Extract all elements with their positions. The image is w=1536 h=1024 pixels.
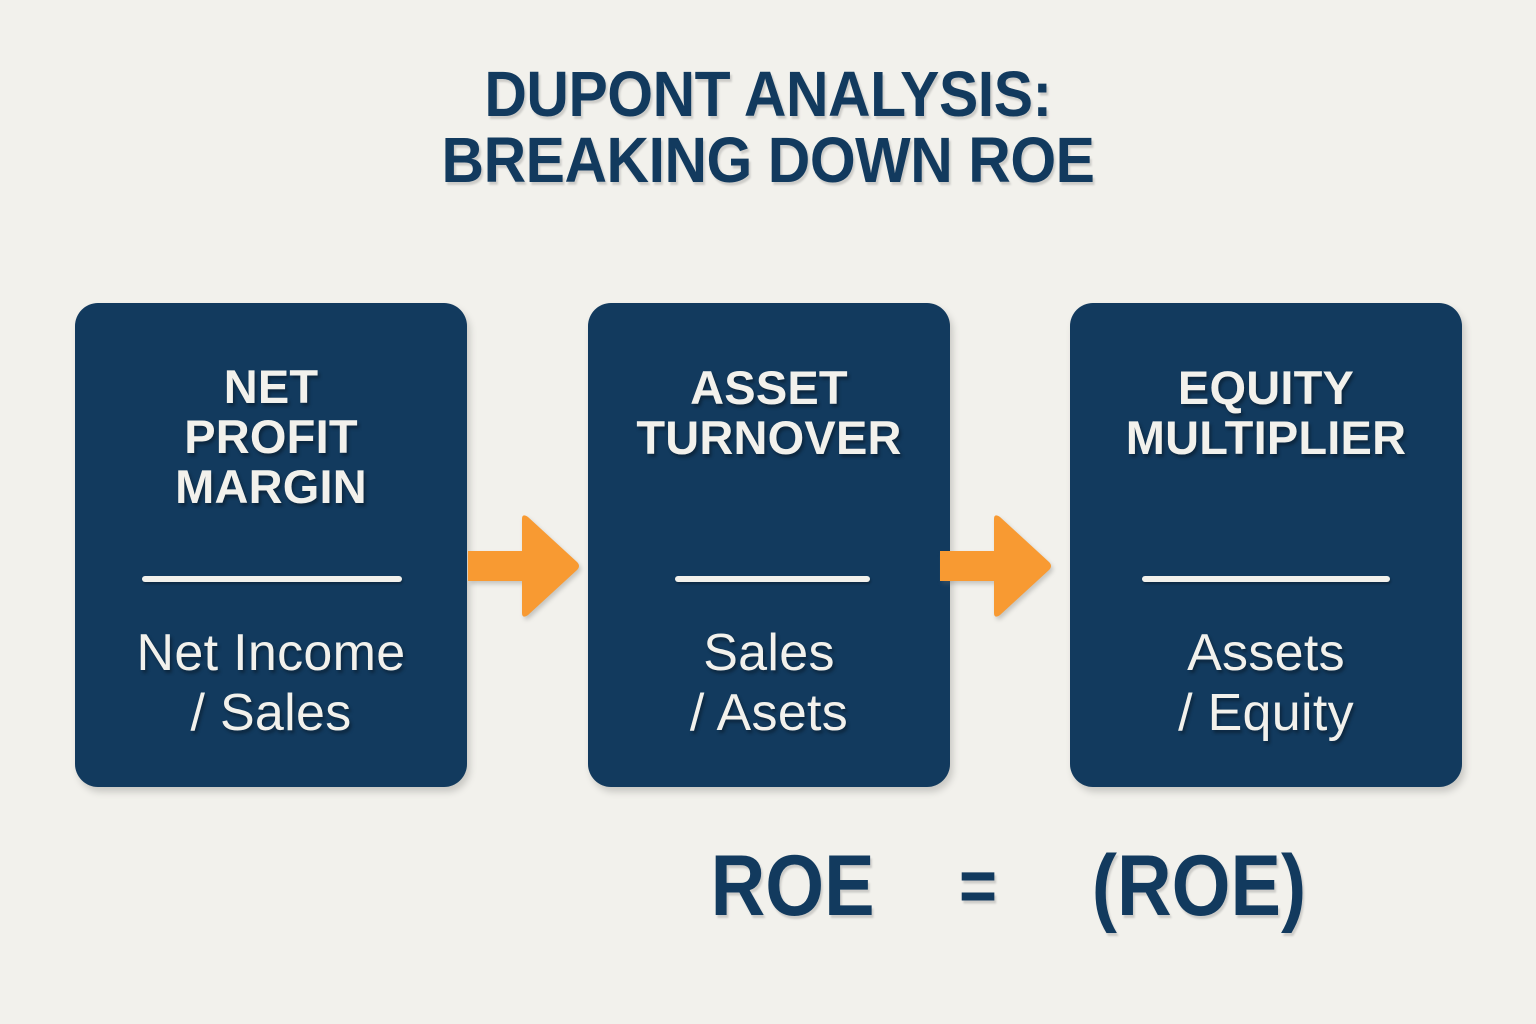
card-heading-asset-turnover: ASSET TURNOVER xyxy=(636,361,902,464)
card-net-profit-margin[interactable]: NET PROFIT MARGIN Net Income / Sales xyxy=(75,303,467,787)
card-heading-net-profit-margin: NET PROFIT MARGIN xyxy=(175,360,367,513)
equation-right-term: (ROE) xyxy=(1091,838,1307,934)
fraction-divider-net-profit-margin xyxy=(142,576,402,582)
equation-operator: = xyxy=(958,844,998,927)
equation-left-term: ROE xyxy=(710,838,875,934)
page-title-line-2: BREAKING DOWN ROE xyxy=(441,123,1095,196)
card-formula-net-profit-margin: Net Income / Sales xyxy=(136,624,406,743)
page-title-line-1: DUPONT ANALYSIS: xyxy=(484,58,1052,130)
card-equity-multiplier[interactable]: EQUITY MULTIPLIER Assets / Equity xyxy=(1070,303,1462,787)
arrow-right-icon xyxy=(468,513,580,619)
fraction-divider-asset-turnover xyxy=(675,576,870,582)
card-asset-turnover[interactable]: ASSET TURNOVER Sales / Asets xyxy=(588,303,950,787)
roe-equation: ROE = (ROE) xyxy=(640,826,1440,946)
arrow-right-icon xyxy=(940,513,1052,619)
card-formula-equity-multiplier: Assets / Equity xyxy=(1178,624,1354,743)
card-heading-equity-multiplier: EQUITY MULTIPLIER xyxy=(1125,361,1407,464)
card-formula-asset-turnover: Sales / Asets xyxy=(689,624,849,743)
page-title: DUPONT ANALYSIS: BREAKING DOWN ROE xyxy=(61,58,1474,196)
fraction-divider-equity-multiplier xyxy=(1142,576,1390,582)
